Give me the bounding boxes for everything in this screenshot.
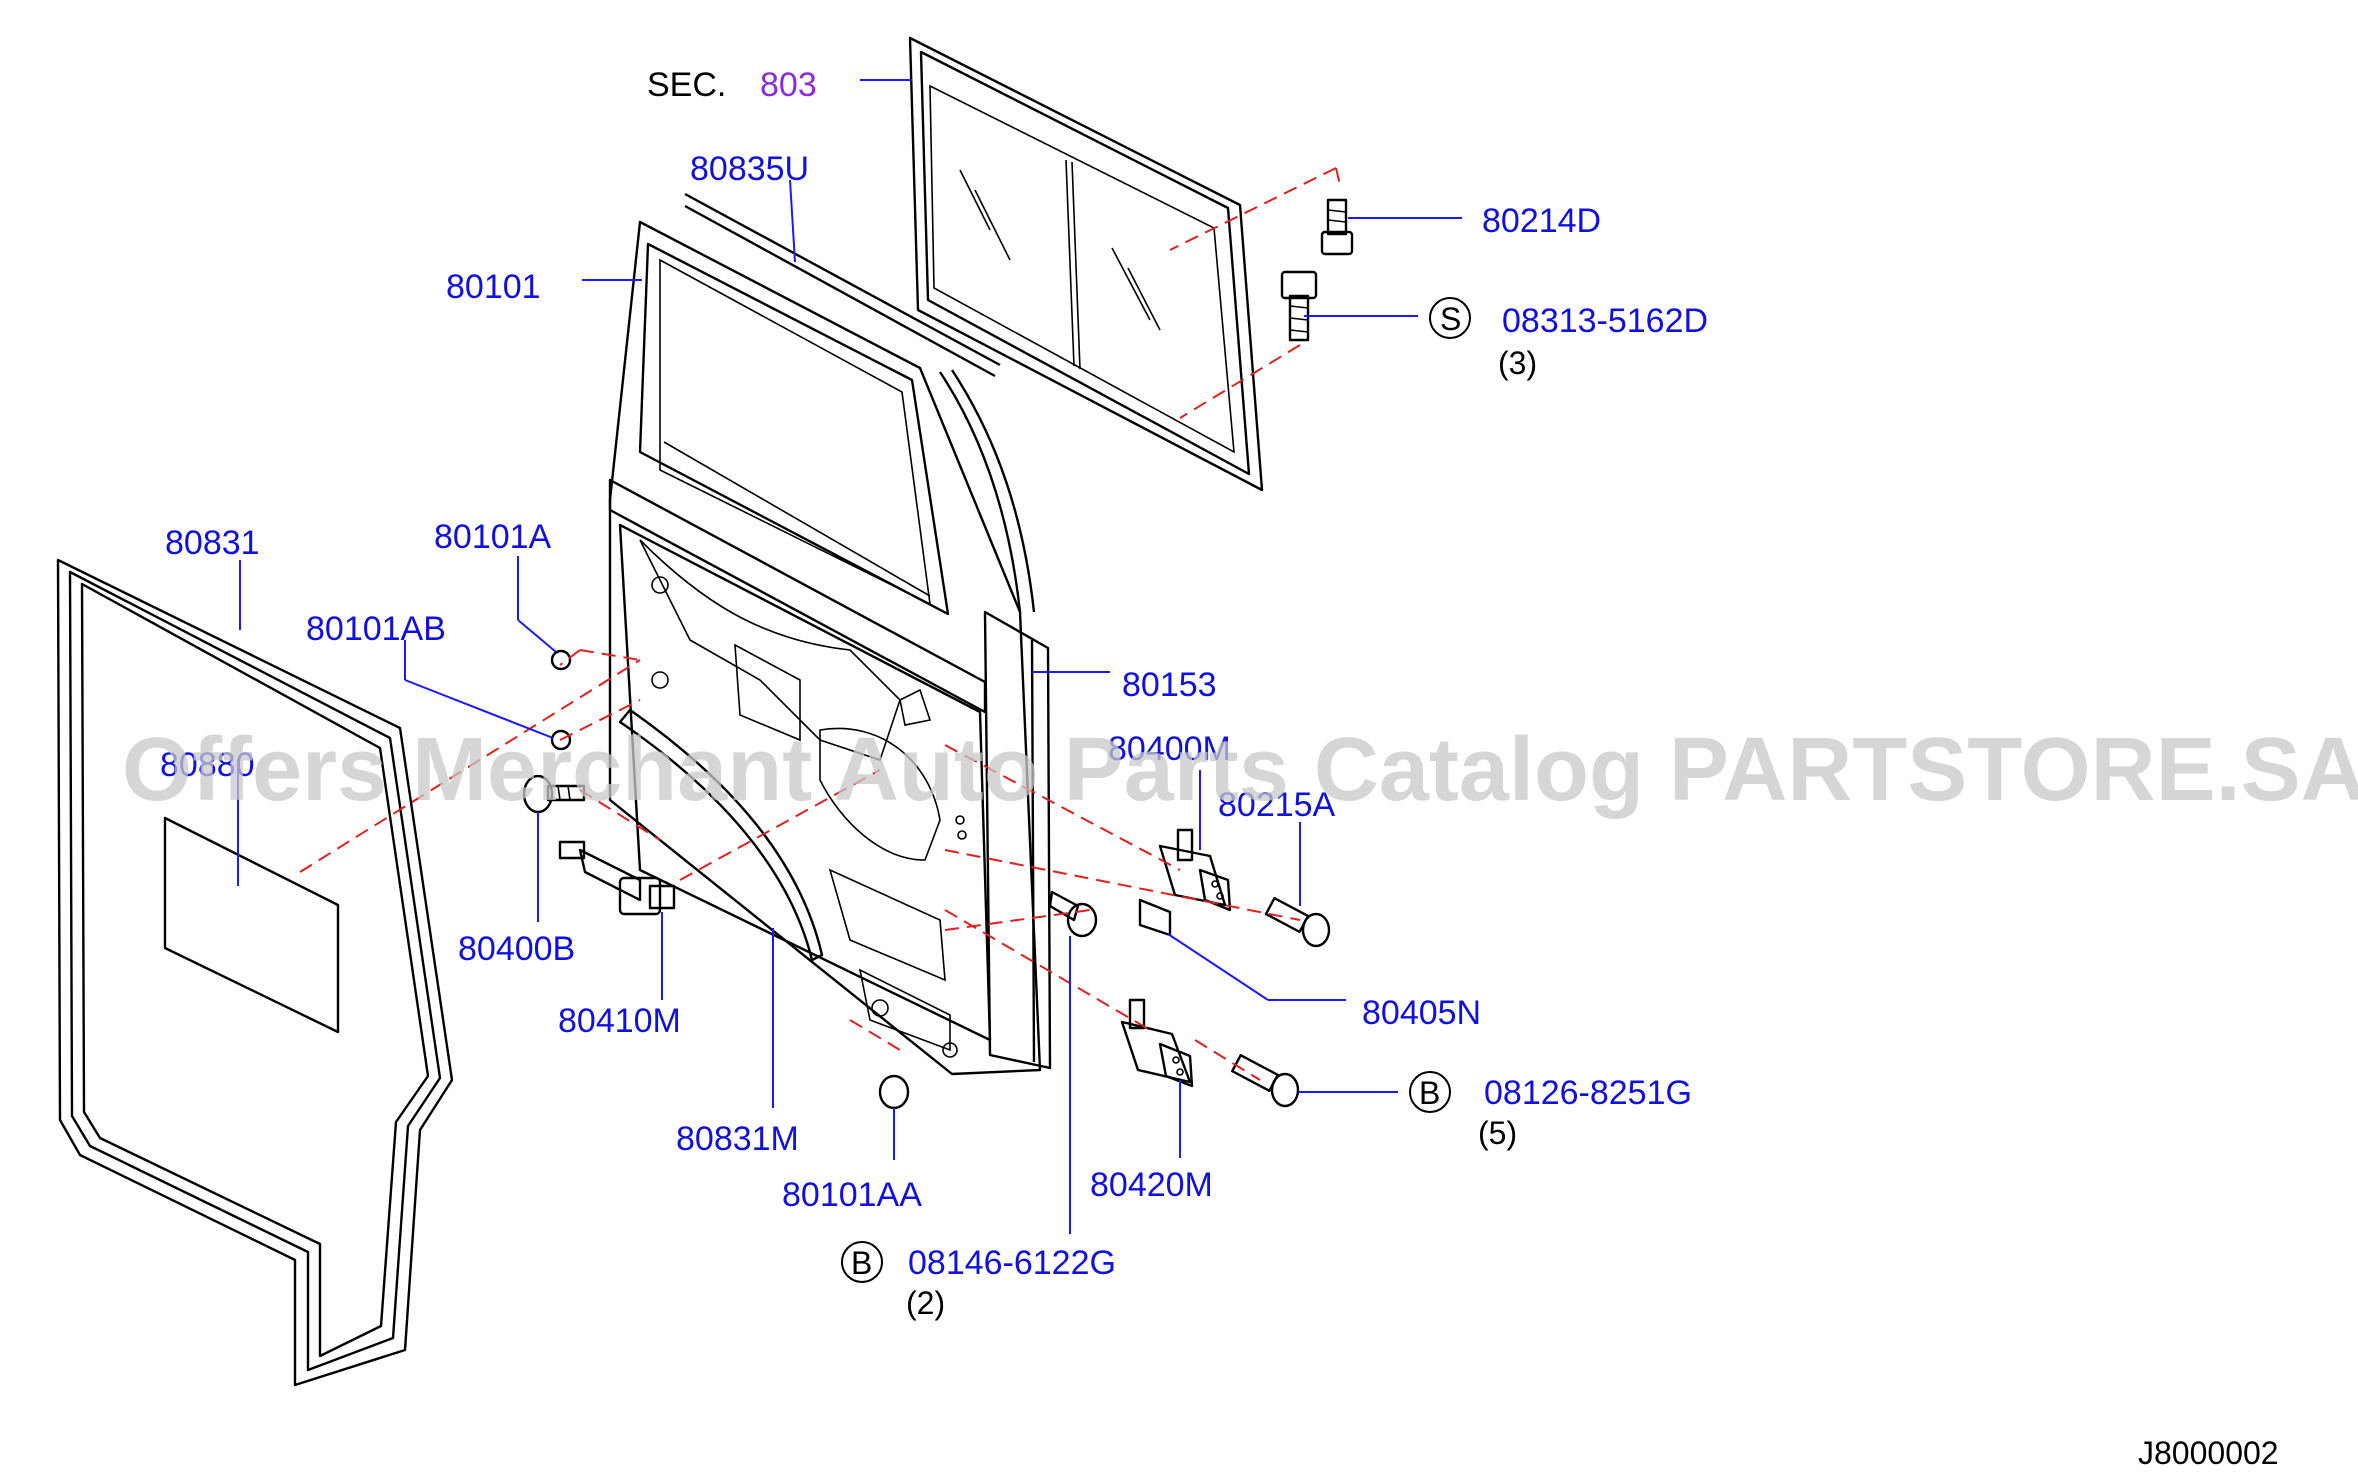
plug-80101aa <box>878 1074 910 1110</box>
label-80880 <box>163 816 340 1034</box>
part-label-80101aa[interactable]: 80101AA <box>782 1176 922 1214</box>
part-label-80400m[interactable]: 80400M <box>1108 730 1231 768</box>
badge-circle-b-08126 <box>1409 1071 1451 1113</box>
weatherstrip-80831m <box>618 708 824 962</box>
part-label-80214d[interactable]: 80214D <box>1482 202 1601 240</box>
bolt-08313-5162d <box>1280 270 1318 342</box>
section-reference[interactable]: SEC. 803 <box>647 66 817 104</box>
badge-b-08126: B <box>1419 1075 1440 1111</box>
part-label-80831[interactable]: 80831 <box>165 524 260 562</box>
part-label-80101[interactable]: 80101 <box>446 268 541 306</box>
part-label-80101a[interactable]: 80101A <box>434 518 552 556</box>
part-label-80405n[interactable]: 80405N <box>1362 994 1481 1032</box>
qty-08313-5162d: (3) <box>1498 345 1537 381</box>
part-label-08126-8251g[interactable]: 08126-8251G <box>1484 1074 1692 1112</box>
plug-80101a <box>550 649 572 671</box>
bolt-08126-8251g <box>1231 1053 1300 1108</box>
hinge-upper-80400m <box>1158 828 1232 912</box>
part-label-80835u[interactable]: 80835U <box>690 150 809 188</box>
window-glass-assembly <box>908 36 1264 492</box>
bolt-80215a <box>1264 896 1331 948</box>
badge-circle-s <box>1429 297 1471 339</box>
door-outer-panel-80153 <box>983 610 1052 1070</box>
plug-80101ab <box>550 729 572 751</box>
part-label-80420m[interactable]: 80420M <box>1090 1166 1213 1204</box>
drawing-id: J8000002 <box>2138 1435 2279 1471</box>
badge-s: S <box>1440 301 1461 337</box>
part-label-08313-5162d[interactable]: 08313-5162D <box>1502 302 1708 340</box>
shim-80405n <box>1138 898 1172 937</box>
part-label-08146-6122g[interactable]: 08146-6122G <box>908 1244 1116 1282</box>
part-label-80215a[interactable]: 80215A <box>1218 786 1336 824</box>
trim-panel-80831 <box>56 558 454 1387</box>
section-number-link[interactable]: 803 <box>760 66 817 104</box>
watermark: Offers Merchant Auto Parts Catalog PARTS… <box>122 720 2358 820</box>
hinge-lower-80420m <box>1120 998 1194 1088</box>
bolt-08146-6122g <box>1048 890 1098 938</box>
badge-b-08146: B <box>851 1245 872 1281</box>
section-prefix: SEC. <box>647 66 726 104</box>
part-label-80101ab[interactable]: 80101AB <box>306 610 446 648</box>
qty-08126-8251g: (5) <box>1478 1115 1517 1151</box>
qty-08146-6122g: (2) <box>906 1285 945 1321</box>
part-label-80153[interactable]: 80153 <box>1122 666 1217 704</box>
part-label-80410m[interactable]: 80410M <box>558 1002 681 1040</box>
part-label-80831m[interactable]: 80831M <box>676 1120 799 1158</box>
check-link-80410m <box>558 840 676 916</box>
badge-circle-b-08146 <box>841 1241 883 1283</box>
part-label-80400b[interactable]: 80400B <box>458 930 575 968</box>
part-label-80880[interactable]: 80880 <box>160 746 255 784</box>
bolt-80214d <box>1320 198 1354 256</box>
